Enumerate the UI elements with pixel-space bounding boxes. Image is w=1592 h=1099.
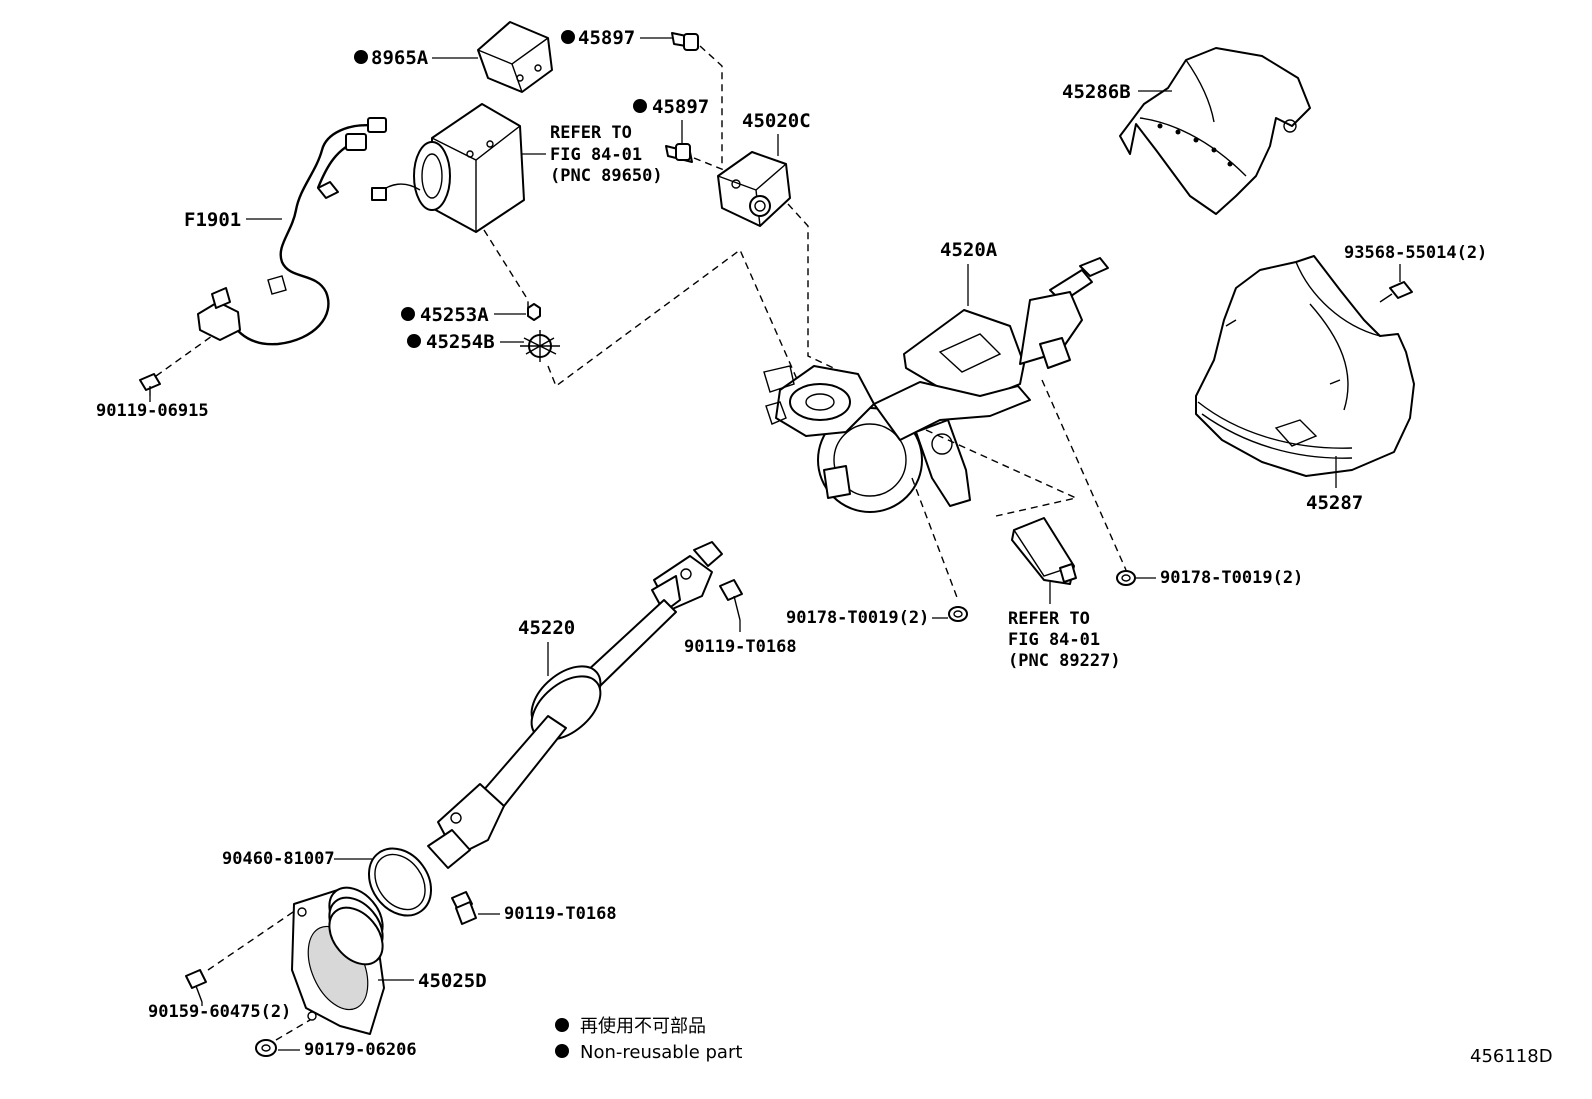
part-45220-drawing (427, 541, 723, 869)
part-module-89227-drawing (1011, 517, 1077, 585)
part-45287-drawing (1195, 255, 1415, 477)
part-8965a-drawing (477, 21, 553, 93)
label-90159-60475: 90159-60475(2) (148, 1002, 291, 1022)
part-90119-t0168-a-drawing (719, 579, 743, 621)
part-45897-top-drawing (671, 32, 699, 51)
part-90178-right-drawing (1116, 570, 1136, 586)
non-reusable-marker (561, 30, 575, 44)
non-reusable-marker (401, 307, 415, 321)
label-90119-t0168-a: 90119-T0168 (684, 637, 797, 657)
legend-jp: 再使用不可部品 (580, 1016, 706, 1037)
label-90178-right: 90178-T0019(2) (1160, 568, 1303, 588)
refer-top-line2: FIG 84-01 (550, 145, 642, 165)
non-reusable-marker (354, 50, 368, 64)
label-90460-81007: 90460-81007 (222, 849, 335, 869)
label-4520a: 4520A (940, 239, 998, 261)
refer-top-line1: REFER TO (550, 123, 632, 143)
part-90178-mid-drawing (948, 606, 968, 622)
label-90119-t0168-b: 90119-T0168 (504, 904, 617, 924)
label-f1901: F1901 (184, 209, 241, 231)
label-45025d: 45025D (418, 970, 487, 992)
label-45287: 45287 (1306, 492, 1363, 514)
label-45254b: 45254B (426, 331, 495, 353)
label-93568-55014: 93568-55014(2) (1344, 243, 1487, 263)
part-45025d-drawing (291, 886, 385, 1035)
label-90119-06915: 90119-06915 (96, 401, 209, 421)
refer-bottom-line2: FIG 84-01 (1008, 630, 1100, 650)
part-45897-mid-drawing (665, 143, 693, 163)
figure-id: 456118D (1470, 1046, 1553, 1067)
label-45253a: 45253A (420, 304, 489, 326)
label-45220: 45220 (518, 617, 575, 639)
refer-top-line3: (PNC 89650) (550, 166, 663, 186)
part-45254b-drawing (520, 330, 560, 362)
non-reusable-marker (407, 334, 421, 348)
part-93568-55014-drawing (1379, 281, 1413, 303)
label-90178-mid: 90178-T0019(2) (786, 608, 929, 628)
label-45897-mid: 45897 (652, 96, 709, 118)
part-90119-06915-drawing (139, 373, 161, 396)
label-8965a: 8965A (371, 47, 429, 69)
part-90159-60475-drawing (185, 969, 207, 1003)
part-90460-81007-drawing (368, 847, 432, 917)
legend-marker-jp (555, 1018, 569, 1032)
part-f1901-drawing (197, 117, 387, 346)
refer-bottom-line3: (PNC 89227) (1008, 651, 1121, 671)
part-90179-06206-drawing (255, 1039, 277, 1057)
legend-marker-en (555, 1044, 569, 1058)
non-reusable-marker (633, 99, 647, 113)
part-90119-t0168-b-drawing (451, 891, 477, 925)
label-45286b: 45286B (1062, 81, 1131, 103)
part-4520a-drawing (763, 257, 1109, 513)
part-module-89650-drawing (371, 103, 525, 233)
legend-en: Non-reusable part (580, 1042, 742, 1063)
part-45286b-drawing (1119, 47, 1311, 215)
label-45897-top: 45897 (578, 27, 635, 49)
part-45020c-drawing (717, 151, 791, 227)
label-90179-06206: 90179-06206 (304, 1040, 417, 1060)
label-45020c: 45020C (742, 110, 811, 132)
refer-bottom-line1: REFER TO (1008, 609, 1090, 629)
part-45253a-drawing (527, 303, 541, 321)
